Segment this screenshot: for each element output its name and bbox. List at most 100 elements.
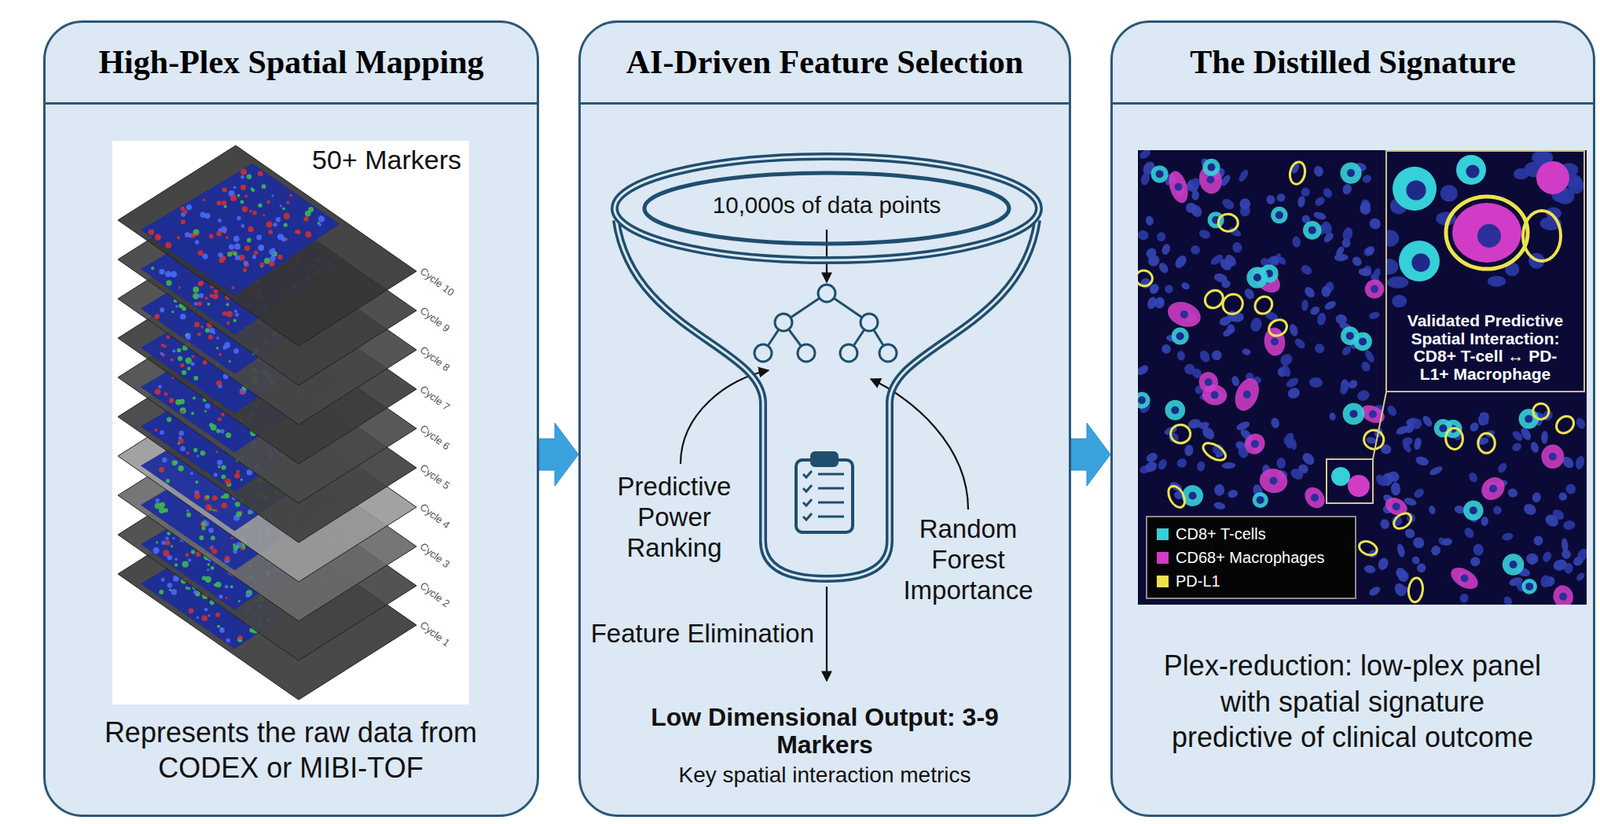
nucleus: [1176, 349, 1186, 361]
nucleus: [1144, 245, 1159, 261]
marker-signal: [239, 390, 244, 395]
marker-signal: [277, 254, 283, 260]
nucleus: [1557, 491, 1569, 503]
marker-signal: [186, 451, 190, 455]
clipboard-clip: [811, 452, 837, 466]
stack-ground: [112, 140, 470, 705]
marker-signal: [257, 202, 262, 207]
marker-signal: [271, 247, 276, 251]
legend-text: CD68+ Macrophages: [1175, 548, 1325, 567]
marker-signal: [196, 616, 199, 619]
marker-signal: [246, 173, 253, 180]
nucleus: [1278, 351, 1296, 367]
funnel-mouth: 10,000s of data points: [677, 191, 977, 219]
cycle-stack: [117, 145, 417, 700]
panel-caption: Plex-reduction: low-plex panel with spat…: [1159, 647, 1546, 756]
nucleus: [1180, 310, 1189, 319]
nucleus: [1323, 299, 1338, 312]
nucleus: [1525, 582, 1534, 591]
marker-signal: [225, 432, 232, 438]
nucleus: [1288, 322, 1300, 338]
marker-signal: [195, 593, 199, 596]
nucleus: [1412, 436, 1423, 451]
t-cell: [1331, 466, 1351, 486]
marker-signal: [185, 586, 189, 590]
nucleus: [1238, 197, 1252, 211]
stage-panel: 10,000s of data pointsAI-Driven Feature …: [578, 20, 1072, 817]
marker-signal: [154, 388, 162, 395]
nucleus: [1462, 525, 1476, 540]
nucleus: [1241, 347, 1252, 356]
marker-signal: [153, 546, 160, 554]
nucleus: [1207, 163, 1215, 172]
nucleus: [1574, 571, 1586, 583]
legend-row: CD68+ Macrophages: [1156, 545, 1344, 569]
legend-swatch: [1156, 551, 1169, 564]
nucleus: [1361, 173, 1373, 185]
marker-signal: [165, 271, 172, 278]
marker-signal: [230, 584, 234, 588]
nucleus: [1496, 461, 1509, 474]
nucleus: [1441, 536, 1453, 547]
tree-node: [840, 344, 858, 362]
marker-signal: [207, 613, 210, 617]
marker-signal: [178, 436, 182, 440]
nucleus: [1188, 202, 1204, 219]
macrophage-cell: [1262, 326, 1288, 357]
marker-signal: [191, 355, 195, 359]
t-cell: [1270, 206, 1288, 224]
nucleus: [1460, 574, 1469, 583]
marker-signal: [252, 254, 257, 259]
marker-signal: [243, 260, 249, 265]
nucleus: [1476, 410, 1491, 427]
nucleus: [1308, 226, 1317, 235]
marker-signal: [190, 549, 195, 554]
marker-signal: [198, 281, 204, 287]
legend-swatch: [1156, 528, 1169, 540]
nucleus: [1156, 457, 1170, 471]
marker-signal: [192, 396, 196, 400]
nucleus: [1467, 470, 1479, 484]
pdl1-cell: [1170, 424, 1190, 444]
marker-signal: [206, 568, 210, 571]
marker-signal: [192, 292, 199, 299]
macrophage-cell: [1300, 483, 1329, 513]
t-cell: [1343, 403, 1366, 426]
t-cell: [1392, 166, 1437, 211]
marker-signal: [216, 200, 222, 206]
panel-caption-area: Plex-reduction: low-plex panel with spat…: [1159, 647, 1546, 756]
nucleus: [1206, 175, 1215, 184]
marker-signal: [165, 242, 172, 249]
marker-signal: [228, 359, 232, 363]
marker-signal: [267, 229, 273, 235]
nucleus: [1368, 310, 1381, 320]
nucleus: [1214, 484, 1226, 496]
marker-signal: [198, 293, 204, 298]
nucleus: [1316, 311, 1328, 327]
nucleus: [1341, 182, 1354, 196]
nucleus: [1320, 220, 1334, 236]
nucleus: [1402, 526, 1417, 540]
marker-signal: [154, 428, 158, 432]
marker-signal: [186, 334, 191, 340]
nucleus: [1552, 557, 1569, 573]
marker-signal: [166, 531, 171, 536]
nucleus: [1313, 194, 1327, 208]
nucleus: [1226, 488, 1239, 500]
marker-signal: [261, 183, 267, 189]
marker-signal: [179, 407, 187, 414]
t-cell: [1456, 154, 1487, 185]
marker-signal: [167, 554, 173, 561]
nucleus: [1253, 273, 1262, 282]
nucleus: [1143, 459, 1159, 474]
pdl1-cell: [1218, 289, 1248, 318]
nucleus: [1363, 564, 1377, 575]
marker-signal: [234, 312, 239, 317]
marker-signal: [193, 447, 199, 453]
marker-signal: [200, 521, 206, 527]
marker-signal: [185, 552, 190, 557]
nucleus: [1370, 285, 1379, 294]
nucleus: [1222, 252, 1239, 268]
nucleus: [1213, 500, 1226, 511]
